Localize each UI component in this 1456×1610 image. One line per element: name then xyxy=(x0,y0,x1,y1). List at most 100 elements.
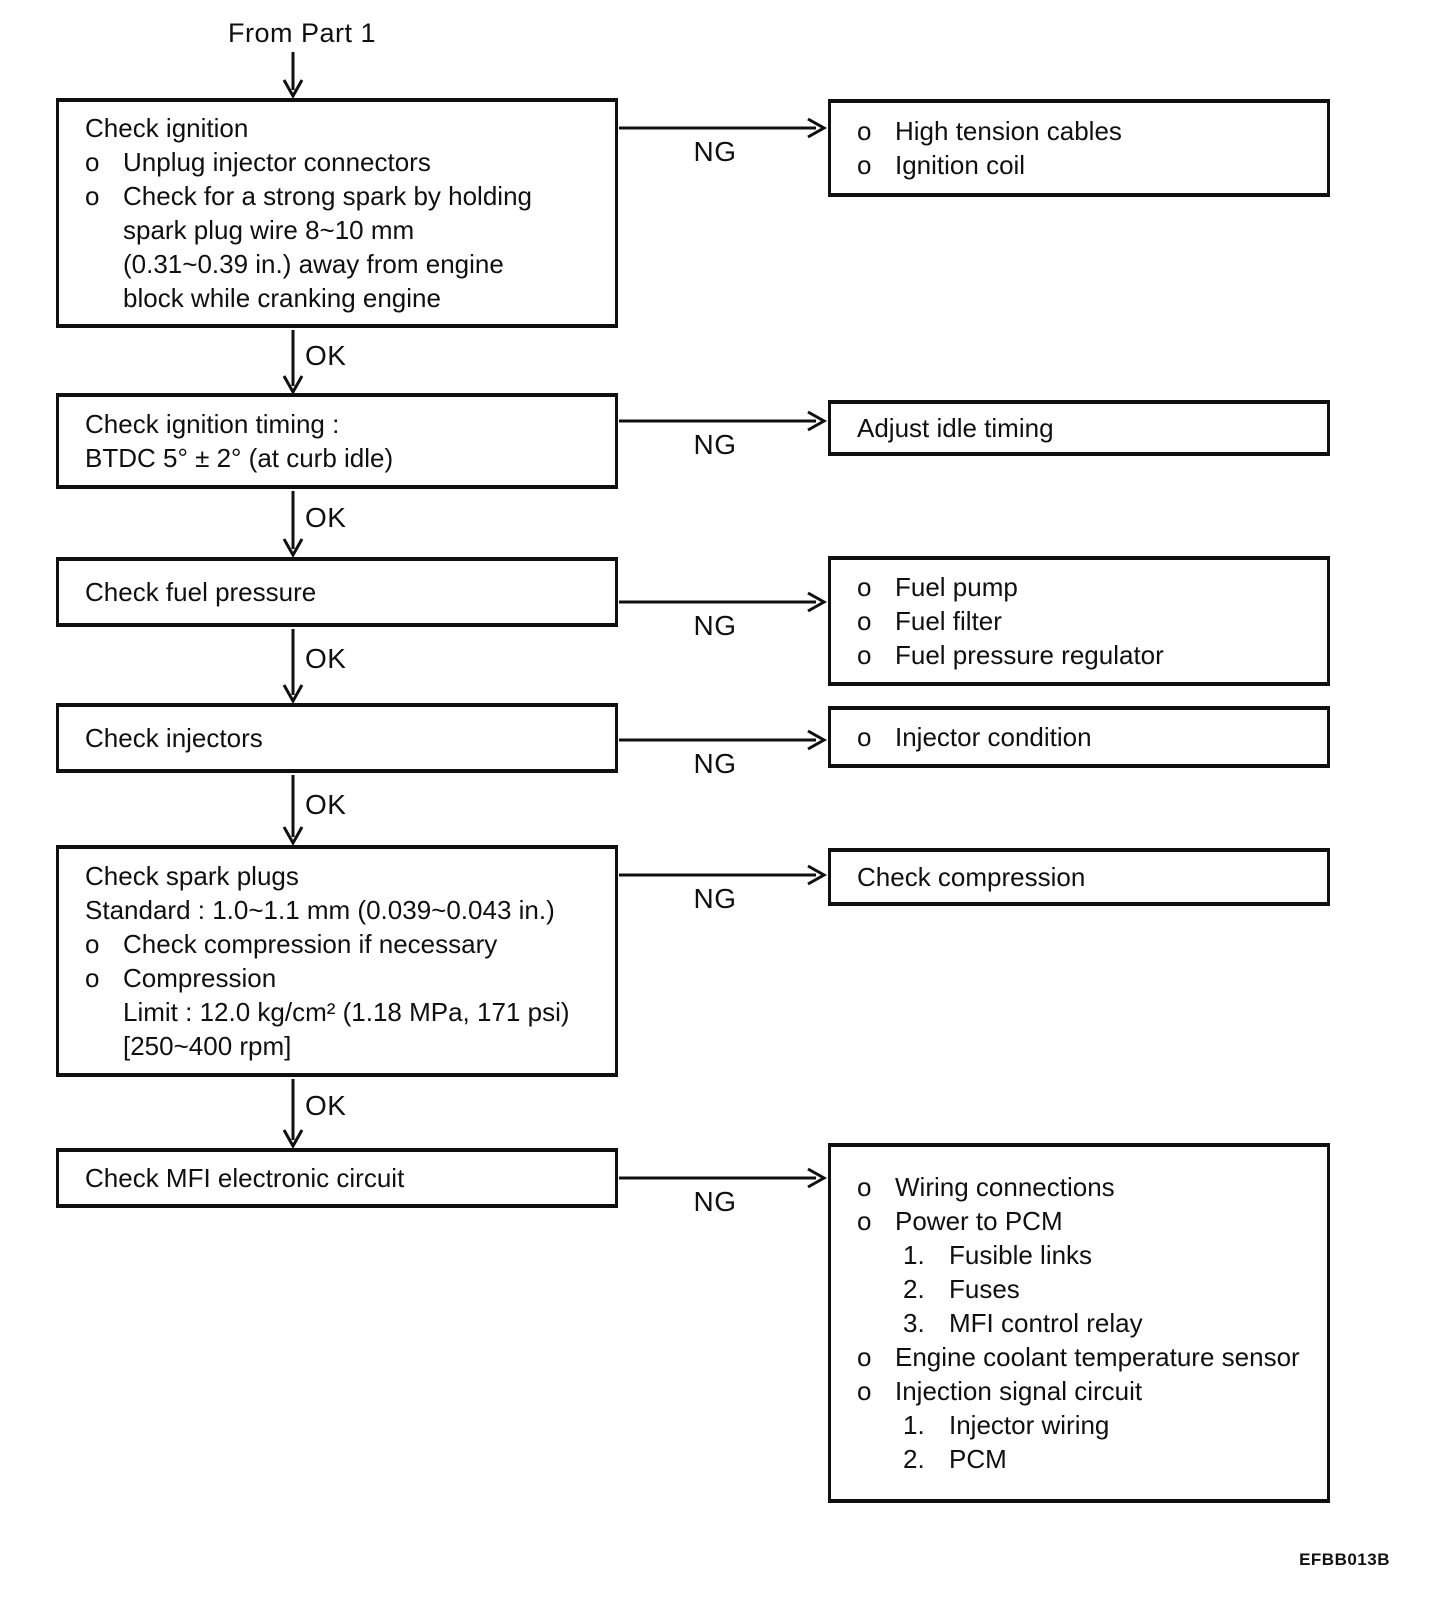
bullet-marker: o xyxy=(85,929,100,959)
text-line: 2.PCM xyxy=(857,1442,1313,1476)
ok-label-1: OK xyxy=(305,340,347,371)
arrow-ng-3 xyxy=(619,591,828,613)
bullet-marker: o xyxy=(85,963,100,993)
ng-label-5: NG xyxy=(693,883,737,914)
text-line: block while cranking engine xyxy=(85,281,601,315)
text-line: Adjust idle timing xyxy=(857,411,1313,445)
line-text: High tension cables xyxy=(895,116,1122,146)
text-line: 3. MFI control relay xyxy=(857,1306,1313,1340)
text-line: o Compression xyxy=(85,961,601,995)
text-line: o Fuel filter xyxy=(857,604,1313,638)
text-line: Check MFI electronic circuit xyxy=(85,1161,601,1195)
line-text: Check compression xyxy=(857,862,1086,892)
line-text: Injector wiring xyxy=(949,1410,1110,1440)
arrow-ng-5 xyxy=(619,864,828,886)
text-line: Check fuel pressure xyxy=(85,575,601,609)
arrow-ng-1 xyxy=(619,117,828,139)
line-text: Check injectors xyxy=(85,723,263,753)
line-text: Wiring connections xyxy=(895,1172,1115,1202)
result-box-injector-condition: o Injector condition xyxy=(828,706,1330,768)
line-text: Engine coolant temperature sensor xyxy=(895,1342,1300,1372)
arrow-entry xyxy=(282,52,304,100)
line-text: block while cranking engine xyxy=(123,283,441,313)
text-line: (0.31~0.39 in.) away from engine xyxy=(85,247,601,281)
bullet-marker: o xyxy=(857,1376,872,1406)
line-text: Ignition coil xyxy=(895,150,1026,180)
text-line: spark plug wire 8~10 mm xyxy=(85,213,601,247)
text-line: o Injector condition xyxy=(857,720,1313,754)
arrow-ng-2 xyxy=(619,410,828,432)
number-marker: 3. xyxy=(903,1308,925,1338)
ok-label-3: OK xyxy=(305,643,347,674)
line-text: Unplug injector connectors xyxy=(123,147,431,177)
line-text: MFI control relay xyxy=(949,1308,1143,1338)
line-text: Fuel pressure regulator xyxy=(895,640,1164,670)
bullet-marker: o xyxy=(85,181,100,211)
text-line: Check spark plugs xyxy=(85,859,601,893)
line-text: Injector condition xyxy=(895,722,1092,752)
ok-label-4: OK xyxy=(305,789,347,820)
text-line: Standard : 1.0~1.1 mm (0.039~0.043 in.) xyxy=(85,893,601,927)
bullet-marker: o xyxy=(857,1342,872,1372)
arrow-ng-6 xyxy=(619,1167,828,1189)
text-line: 1. Injector wiring xyxy=(857,1408,1313,1442)
ng-label-2: NG xyxy=(693,429,737,460)
line-text: Check fuel pressure xyxy=(85,577,317,607)
bullet-marker: o xyxy=(857,1172,872,1202)
arrow-ok-4 xyxy=(282,775,304,847)
line-text: Check ignition timing : xyxy=(85,409,340,439)
text-line: o Ignition coil xyxy=(857,148,1313,182)
text-line: Check injectors xyxy=(85,721,601,755)
line-text: Compression xyxy=(123,963,277,993)
line-text: Limit : 12.0 kg/cm² (1.18 MPa, 171 psi) xyxy=(123,997,570,1027)
line-text: Check for a strong spark by holding xyxy=(123,181,532,211)
bullet-marker: o xyxy=(857,606,872,636)
text-line: o Check compression if necessary xyxy=(85,927,601,961)
number-marker: 1. xyxy=(903,1240,925,1270)
bullet-marker: o xyxy=(857,572,872,602)
line-text: Adjust idle timing xyxy=(857,413,1054,443)
step-box-check-injectors: Check injectors xyxy=(56,703,618,773)
line-text: Check MFI electronic circuit xyxy=(85,1163,405,1193)
line-text: Fuel filter xyxy=(895,606,1002,636)
entry-label: From Part 1 xyxy=(228,18,377,48)
line-text: Fuses xyxy=(949,1274,1020,1304)
bullet-marker: o xyxy=(85,147,100,177)
text-line: o Unplug injector connectors xyxy=(85,145,601,179)
ok-label-2: OK xyxy=(305,502,347,533)
bullet-marker: o xyxy=(857,722,872,752)
result-box-adjust-idle-timing: Adjust idle timing xyxy=(828,400,1330,456)
arrow-ng-4 xyxy=(619,729,828,751)
text-line: [250~400 rpm] xyxy=(85,1029,601,1063)
line-text: Check compression if necessary xyxy=(123,929,498,959)
text-line: o Engine coolant temperature sensor xyxy=(857,1340,1313,1374)
arrow-ok-3 xyxy=(282,629,304,705)
arrow-ok-1 xyxy=(282,330,304,396)
ng-label-4: NG xyxy=(693,748,737,779)
text-line: Check compression xyxy=(857,860,1313,894)
text-line: o Check for a strong spark by holding xyxy=(85,179,601,213)
bullet-marker: o xyxy=(857,640,872,670)
result-box-check-compression: Check compression xyxy=(828,848,1330,906)
ng-label-3: NG xyxy=(693,610,737,641)
line-text: Power to PCM xyxy=(895,1206,1063,1236)
text-line: Check ignition timing : xyxy=(85,407,601,441)
ok-label-5: OK xyxy=(305,1090,347,1121)
text-line: 2.Fuses xyxy=(857,1272,1313,1306)
number-marker: 2. xyxy=(903,1444,925,1474)
line-text: spark plug wire 8~10 mm xyxy=(123,215,415,245)
line-text: Fuel pump xyxy=(895,572,1018,602)
step-box-check-fuel-pressure: Check fuel pressure xyxy=(56,557,618,627)
bullet-marker: o xyxy=(857,150,872,180)
text-line: Limit : 12.0 kg/cm² (1.18 MPa, 171 psi) xyxy=(85,995,601,1029)
number-marker: 1. xyxy=(903,1410,925,1440)
